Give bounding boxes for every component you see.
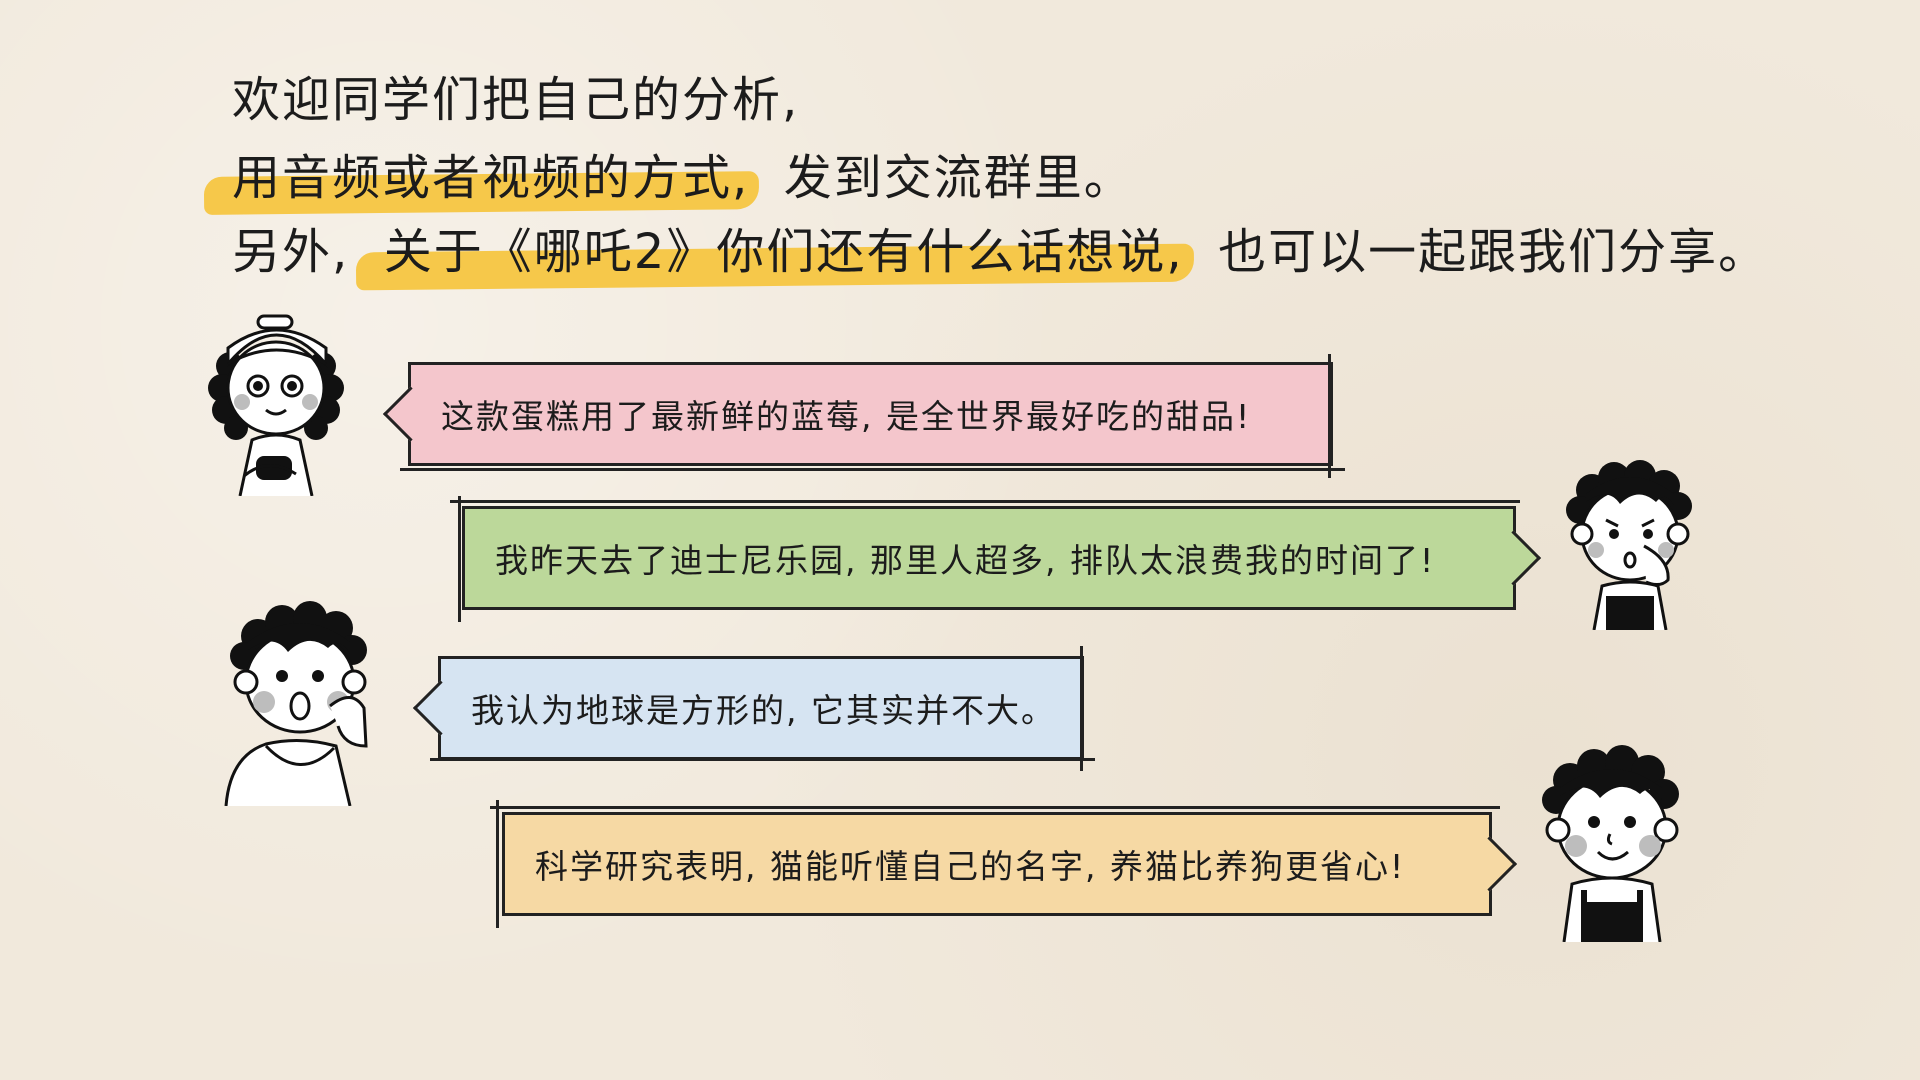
sketch-line — [1080, 646, 1083, 771]
sketch-line — [490, 806, 1500, 809]
sketch-line — [1328, 354, 1331, 478]
sketch-line — [458, 496, 461, 622]
heading-line-3-start: 另外, — [232, 224, 350, 280]
heading-line-3-rest: 也可以一起跟我们分享。 — [1218, 224, 1769, 280]
heading-line-2: 用音频或者视频的方式, 发到交流群里。 — [232, 140, 1134, 216]
heading-line-2-rest: 发到交流群里。 — [783, 150, 1134, 206]
speech-bubble-2-text: 我昨天去了迪士尼乐园, 那里人超多, 排队太浪费我的时间了! — [495, 541, 1436, 580]
speech-bubble-2: 我昨天去了迪士尼乐园, 那里人超多, 排队太浪费我的时间了! — [462, 506, 1542, 610]
heading-line-3: 另外, 关于《哪吒2》你们还有什么话想说, 也可以一起跟我们分享。 — [232, 214, 1768, 290]
sketch-line — [400, 468, 1345, 471]
girl-cap-icon — [208, 314, 344, 496]
boy-surprised-icon — [224, 601, 368, 806]
speech-bubble-3-text: 我认为地球是方形的, 它其实并不大。 — [471, 691, 1056, 730]
heading-line-2-highlight: 用音频或者视频的方式, — [232, 150, 750, 206]
speech-bubble-3: 我认为地球是方形的, 它其实并不大。 — [412, 656, 1084, 760]
sketch-line — [496, 800, 499, 928]
heading-line-3-highlight: 关于《哪吒2》你们还有什么话想说, — [383, 224, 1184, 280]
sketch-line — [450, 500, 1520, 503]
heading-line-1: 欢迎同学们把自己的分析, — [232, 62, 799, 138]
speech-bubble-1: 这款蛋糕用了最新鲜的蓝莓, 是全世界最好吃的甜品! — [382, 362, 1333, 466]
speech-bubble-4-text: 科学研究表明, 猫能听懂自己的名字, 养猫比养狗更省心! — [535, 847, 1406, 886]
speech-bubble-4: 科学研究表明, 猫能听懂自己的名字, 养猫比养狗更省心! — [502, 812, 1518, 916]
sketch-line — [430, 758, 1095, 761]
speech-bubble-1-text: 这款蛋糕用了最新鲜的蓝莓, 是全世界最好吃的甜品! — [441, 397, 1252, 436]
boy-thinking-icon — [1566, 460, 1692, 630]
boy-smiling-icon — [1542, 745, 1679, 942]
heading-line-1-text: 欢迎同学们把自己的分析, — [232, 72, 800, 128]
